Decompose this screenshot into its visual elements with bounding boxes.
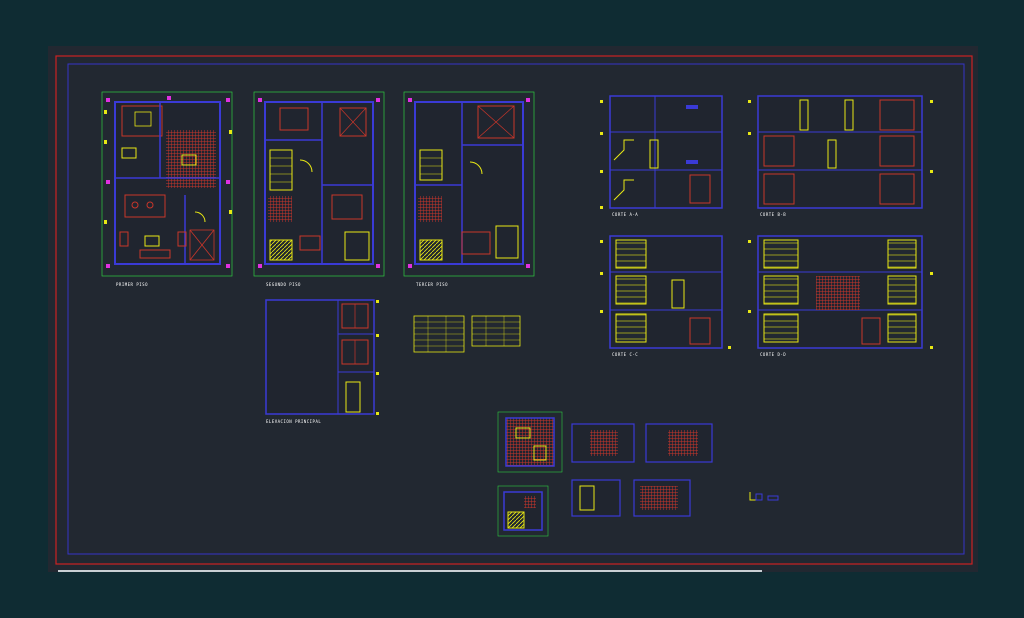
- section-c-c: [600, 235, 731, 349]
- title-section-d: CORTE D-D: [760, 352, 787, 357]
- title-section-b: CORTE B-B: [760, 212, 787, 217]
- floor-plan-1: [101, 91, 233, 277]
- north-arrow-icon: [749, 492, 779, 501]
- inner-frame: [67, 63, 965, 555]
- floor-plan-3: [403, 91, 535, 277]
- title-plan-2: SEGUNDO PISO: [266, 282, 301, 287]
- horizontal-scrollbar[interactable]: [58, 570, 762, 572]
- title-section-a: CORTE A-A: [612, 212, 639, 217]
- section-a-a: [600, 95, 723, 209]
- schedule-tables: [413, 315, 521, 353]
- title-plan-1: PRIMER PISO: [116, 282, 148, 287]
- title-plan-3: TERCER PISO: [416, 282, 448, 287]
- floor-plan-2: [253, 91, 385, 277]
- section-d-d: [748, 235, 933, 349]
- bathroom-elevations: [571, 423, 713, 517]
- title-section-c: CORTE C-C: [612, 352, 639, 357]
- outer-frame: [55, 55, 973, 565]
- front-elevation: [265, 299, 379, 415]
- bathroom-detail-plan-1: [497, 411, 563, 473]
- bathroom-detail-plan-2: [497, 485, 549, 537]
- title-front-elevation: ELEVACION PRINCIPAL: [266, 419, 322, 424]
- section-b-b: [748, 95, 933, 209]
